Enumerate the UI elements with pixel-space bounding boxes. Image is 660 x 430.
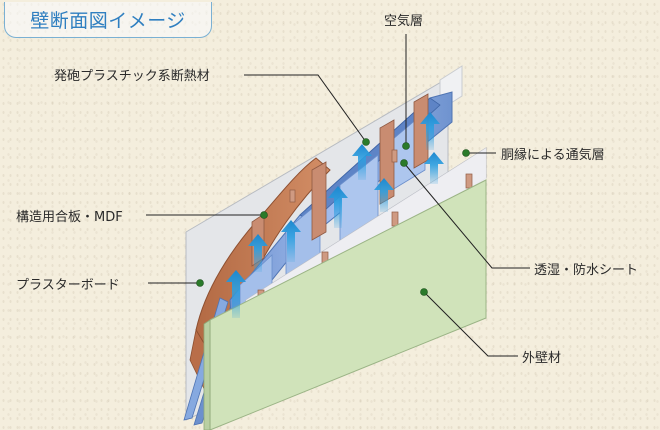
leader-dot	[462, 149, 470, 157]
leader-dot	[260, 211, 268, 219]
label-moisture-sheet: 透湿・防水シート	[534, 263, 639, 278]
airflow-arrow-icon	[248, 234, 268, 272]
leader-dot	[402, 142, 410, 150]
label-plaster-board: プラスターボード	[16, 278, 120, 293]
label-foam-insulation: 発砲プラスチック系断熱材	[54, 69, 210, 84]
airflow-arrow-icon	[352, 144, 372, 180]
airflow-arrows	[226, 112, 444, 318]
airflow-arrow-icon	[281, 220, 301, 262]
leader-foam-insulation	[244, 74, 367, 143]
leader-exterior-wall	[423, 291, 518, 357]
leader-moisture-sheet	[403, 162, 530, 269]
leader-dot	[362, 138, 370, 146]
leader-dot	[420, 288, 428, 296]
airflow-arrow-icon	[420, 112, 440, 150]
label-structural-plywood: 構造用合板・MDF	[16, 210, 123, 225]
airflow-arrow-icon	[226, 270, 246, 318]
leader-dot	[196, 279, 204, 287]
label-air-layer: 空気層	[384, 14, 424, 29]
exterior-wall-edge	[203, 319, 211, 430]
airflow-arrow-icon	[374, 178, 394, 212]
label-furring-ventilation: 胴縁による通気層	[501, 148, 605, 163]
leader-dot	[400, 159, 408, 167]
diagram-title: 壁断面図イメージ	[4, 2, 212, 38]
label-exterior-wall: 外壁材	[522, 351, 562, 366]
airflow-arrow-icon	[424, 152, 444, 184]
airflow-arrow-icon	[328, 186, 348, 228]
